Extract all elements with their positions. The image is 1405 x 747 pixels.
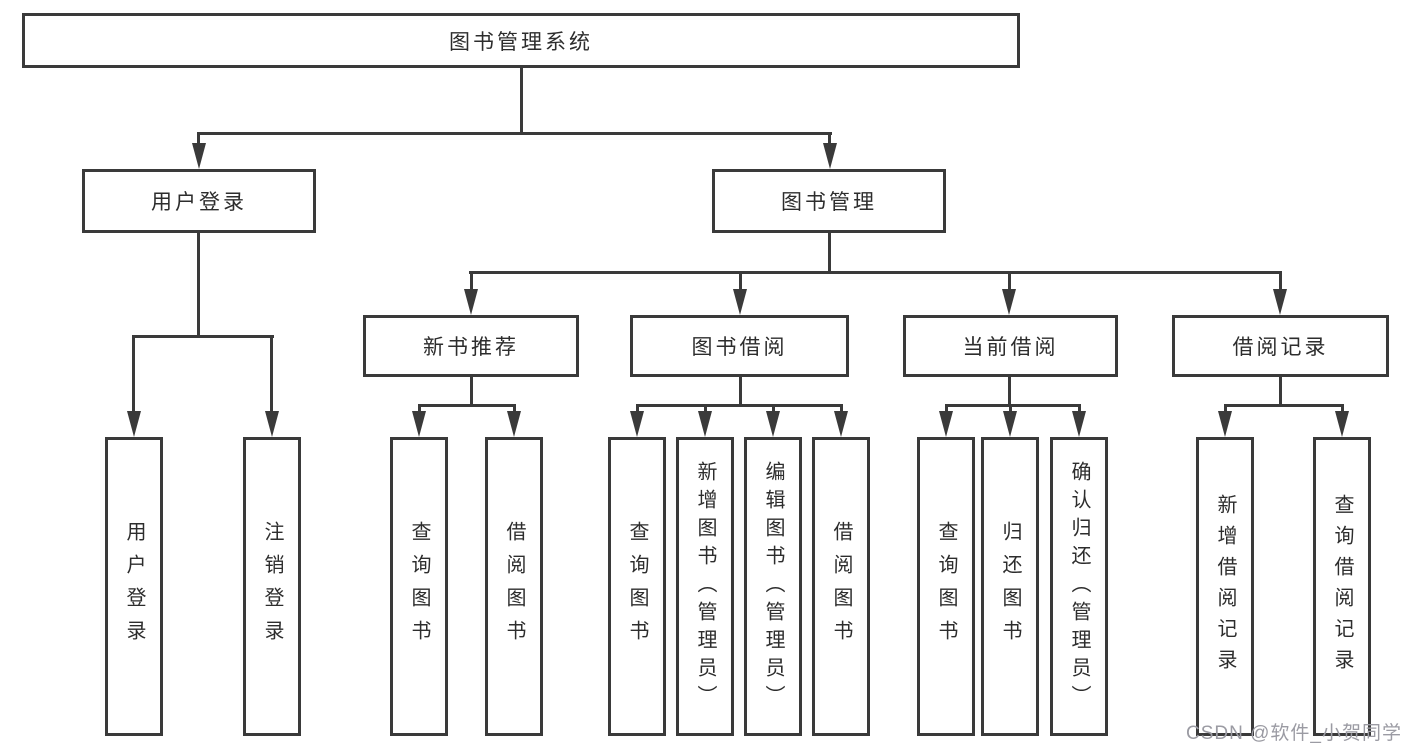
arrow-down-icon <box>823 143 837 169</box>
connector-drop-current-borrow <box>1008 271 1011 291</box>
node-user-login: 用户登录 <box>82 169 316 233</box>
node-new-book-recommend-label: 新书推荐 <box>423 336 519 359</box>
leaf-user-login: 用户登录 <box>105 437 163 736</box>
node-current-borrow: 当前借阅 <box>903 315 1118 377</box>
connector-book-borrow-bar <box>636 404 843 407</box>
leaf-add-borrow-record-label: 新增借阅记录 <box>1214 493 1236 680</box>
arrow-down-icon <box>1003 411 1017 437</box>
connector-current-borrow-bar <box>945 404 1081 407</box>
arrow-down-icon <box>1273 289 1287 315</box>
leaf-logout-label: 注销登录 <box>261 520 283 653</box>
connector-book-borrow-stem <box>739 377 742 407</box>
leaf-query-book-2: 查询图书 <box>608 437 666 736</box>
leaf-query-book-1: 查询图书 <box>390 437 448 736</box>
leaf-add-book-admin: 新增图书（管理员） <box>676 437 734 736</box>
node-book-borrow-label: 图书借阅 <box>691 336 788 359</box>
connector-drop-book-borrow <box>739 271 742 291</box>
leaf-return-book-label: 归还图书 <box>999 520 1021 653</box>
arrow-down-icon <box>1335 411 1349 437</box>
leaf-query-borrow-record: 查询借阅记录 <box>1313 437 1371 736</box>
connector-drop-new-book <box>470 271 473 291</box>
node-book-borrow: 图书借阅 <box>630 315 849 377</box>
arrow-down-icon <box>733 289 747 315</box>
arrow-down-icon <box>1072 411 1086 437</box>
leaf-query-book-3-label: 查询图书 <box>935 520 957 653</box>
node-book-management-label: 图书管理 <box>781 191 877 214</box>
connector-new-book-bar <box>418 404 516 407</box>
leaf-add-borrow-record: 新增借阅记录 <box>1196 437 1254 736</box>
leaf-query-book-1-label: 查询图书 <box>408 520 430 653</box>
arrow-down-icon <box>265 411 279 437</box>
leaf-borrow-book-1-label: 借阅图书 <box>503 520 525 653</box>
connector-drop-book-mgmt <box>828 132 831 152</box>
node-current-borrow-label: 当前借阅 <box>962 336 1059 359</box>
connector-drop-logout-leaf <box>270 335 273 419</box>
arrow-down-icon <box>630 411 644 437</box>
connector-new-book-stem <box>470 377 473 407</box>
arrow-down-icon <box>834 411 848 437</box>
leaf-return-book: 归还图书 <box>981 437 1039 736</box>
node-root: 图书管理系统 <box>22 13 1020 68</box>
connector-drop-user-login-leaf <box>132 335 135 419</box>
arrow-down-icon <box>192 143 206 169</box>
node-borrow-record: 借阅记录 <box>1172 315 1389 377</box>
watermark: CSDN @软件_小贺同学 <box>1186 723 1402 744</box>
leaf-query-borrow-record-label: 查询借阅记录 <box>1331 493 1353 680</box>
leaf-user-login-label: 用户登录 <box>123 520 145 653</box>
node-borrow-record-label: 借阅记录 <box>1232 336 1329 359</box>
leaf-confirm-return-admin: 确认归还（管理员） <box>1050 437 1108 736</box>
connector-drop-user-login <box>197 132 200 152</box>
node-root-label: 图书管理系统 <box>449 30 593 54</box>
connector-user-login-stem <box>197 233 200 338</box>
leaf-edit-book-admin: 编辑图书（管理员） <box>744 437 802 736</box>
connector-book-mgmt-stem <box>828 233 831 274</box>
arrow-down-icon <box>412 411 426 437</box>
connector-current-borrow-stem <box>1008 377 1011 407</box>
arrow-down-icon <box>939 411 953 437</box>
arrow-down-icon <box>1218 411 1232 437</box>
node-book-management: 图书管理 <box>712 169 946 233</box>
leaf-borrow-book-2-label: 借阅图书 <box>830 520 852 653</box>
connector-root-stem <box>520 68 523 134</box>
arrow-down-icon <box>698 411 712 437</box>
arrow-down-icon <box>766 411 780 437</box>
arrow-down-icon <box>1002 289 1016 315</box>
connector-borrow-record-bar <box>1224 404 1344 407</box>
leaf-edit-book-admin-label: 编辑图书（管理员） <box>762 460 784 713</box>
node-new-book-recommend: 新书推荐 <box>363 315 579 377</box>
leaf-confirm-return-admin-label: 确认归还（管理员） <box>1068 460 1090 713</box>
connector-level1-bar <box>198 132 832 135</box>
leaf-add-book-admin-label: 新增图书（管理员） <box>694 460 716 713</box>
connector-drop-borrow-record <box>1279 271 1282 291</box>
leaf-query-book-3: 查询图书 <box>917 437 975 736</box>
connector-borrow-record-stem <box>1279 377 1282 407</box>
leaf-logout: 注销登录 <box>243 437 301 736</box>
leaf-query-book-2-label: 查询图书 <box>626 520 648 653</box>
connector-user-login-bar <box>132 335 274 338</box>
arrow-down-icon <box>464 289 478 315</box>
leaf-borrow-book-1: 借阅图书 <box>485 437 543 736</box>
connector-level2-bar <box>469 271 1282 274</box>
node-user-login-label: 用户登录 <box>151 191 247 214</box>
arrow-down-icon <box>127 411 141 437</box>
leaf-borrow-book-2: 借阅图书 <box>812 437 870 736</box>
arrow-down-icon <box>507 411 521 437</box>
